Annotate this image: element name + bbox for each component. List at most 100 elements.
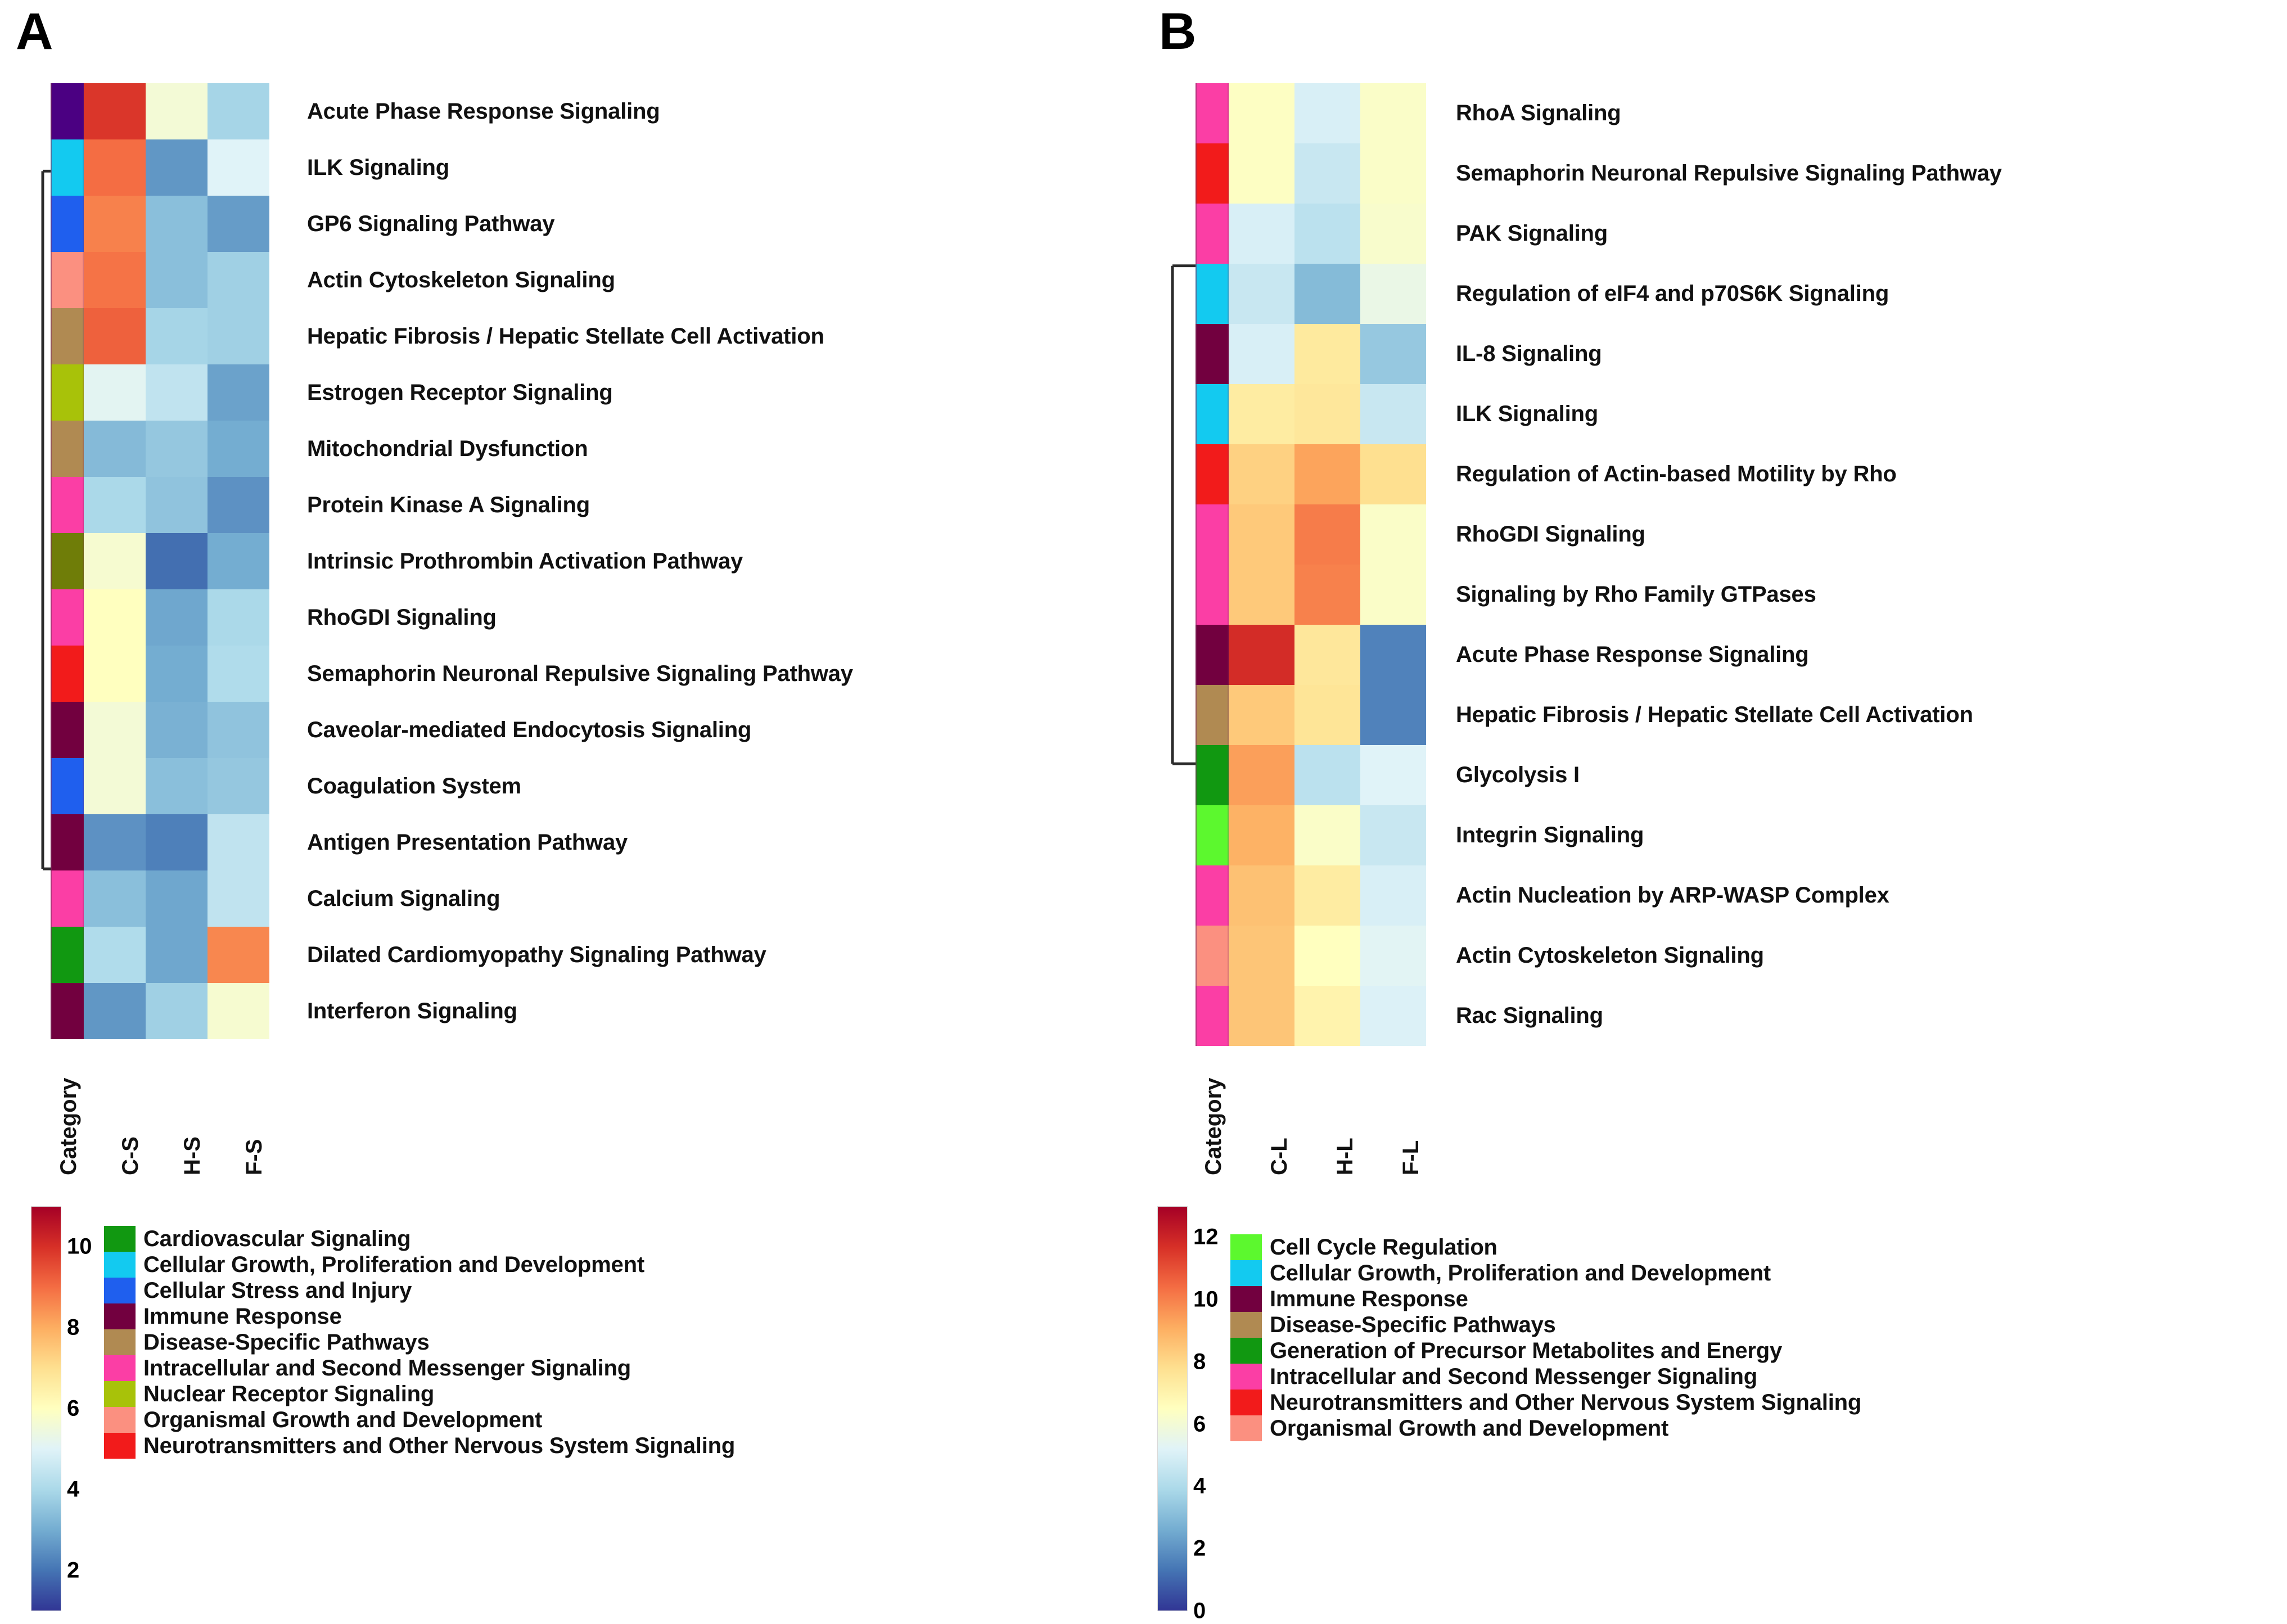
category-swatch <box>1230 1312 1262 1338</box>
heatmap-value-cell <box>1229 204 1294 264</box>
heatmap-value-cell <box>1360 805 1426 865</box>
heatmap-row-label: RhoGDI Signaling <box>307 605 497 630</box>
heatmap-value-cell <box>146 477 208 533</box>
colorbar-tick-label: 8 <box>1193 1349 1206 1374</box>
heatmap-row-label: Estrogen Receptor Signaling <box>307 380 613 405</box>
heatmap-row-label: Acute Phase Response Signaling <box>307 98 660 124</box>
category-cell <box>1196 685 1229 745</box>
heatmap-row <box>51 533 269 589</box>
heatmap-value-cell <box>146 83 208 139</box>
category-cell <box>51 927 84 983</box>
heatmap-value-cell <box>1294 986 1360 1046</box>
heatmap-value-cell <box>208 589 269 646</box>
category-cell <box>51 308 84 364</box>
heatmap-value-cell <box>208 421 269 477</box>
heatmap-column-label: Category <box>56 1077 81 1175</box>
heatmap-value-cell <box>84 477 146 533</box>
heatmap-row <box>51 646 269 702</box>
heatmap-value-cell <box>84 252 146 308</box>
heatmap-row-label: ILK Signaling <box>1456 402 1598 426</box>
heatmap-value-cell <box>1294 685 1360 745</box>
heatmap-row-label: Hepatic Fibrosis / Hepatic Stellate Cell… <box>307 323 824 349</box>
heatmap-value-cell <box>146 927 208 983</box>
category-cell <box>1196 444 1229 504</box>
heatmap-row <box>51 83 269 139</box>
heatmap-row <box>51 421 269 477</box>
colorbar-a-gradient <box>31 1206 61 1611</box>
heatmap-value-cell <box>146 983 208 1039</box>
heatmap-value-cell <box>1294 264 1360 324</box>
heatmap-value-cell <box>84 702 146 758</box>
heatmap-value-cell <box>208 814 269 870</box>
heatmap-row <box>51 702 269 758</box>
heatmap-value-cell <box>1360 504 1426 565</box>
category-cell <box>51 870 84 927</box>
heatmap-row <box>1196 264 1426 324</box>
heatmap-value-cell <box>1294 83 1360 143</box>
heatmap-row <box>51 758 269 814</box>
heatmap-row <box>1196 565 1426 625</box>
panel-b-letter: B <box>1159 3 1197 60</box>
category-cell <box>1196 805 1229 865</box>
heatmap-value-cell <box>1294 384 1360 444</box>
heatmap-row-label: Caveolar-mediated Endocytosis Signaling <box>307 717 752 742</box>
heatmap-column-label: Category <box>1201 1077 1226 1175</box>
heatmap-value-cell <box>146 421 208 477</box>
heatmap-value-cell <box>1294 865 1360 926</box>
heatmap-row <box>1196 805 1426 865</box>
category-swatch <box>1230 1390 1262 1415</box>
heatmap-row <box>1196 745 1426 805</box>
heatmap-value-cell <box>84 83 146 139</box>
colorbar-tick-label: 2 <box>67 1558 80 1583</box>
category-swatch-label: Cellular Stress and Injury <box>143 1278 412 1303</box>
category-cell <box>1196 625 1229 685</box>
heatmap-value-cell <box>84 308 146 364</box>
heatmap-value-cell <box>208 533 269 589</box>
category-cell <box>51 983 84 1039</box>
category-cell <box>1196 143 1229 204</box>
category-swatch <box>104 1278 136 1303</box>
heatmap-value-cell <box>1360 625 1426 685</box>
heatmap-value-cell <box>1360 926 1426 986</box>
colorbar-b-gradient <box>1157 1206 1188 1611</box>
category-swatch <box>1230 1286 1262 1312</box>
heatmap-value-cell <box>1360 143 1426 204</box>
heatmap-value-cell <box>1229 685 1294 745</box>
heatmap-row-label: RhoGDI Signaling <box>1456 522 1645 547</box>
category-swatch <box>104 1355 136 1381</box>
heatmap-value-cell <box>1294 143 1360 204</box>
heatmap-column-label: F-L <box>1399 1140 1423 1175</box>
heatmap-row <box>1196 865 1426 926</box>
category-cell <box>1196 324 1229 384</box>
heatmap-row-label: Glycolysis I <box>1456 763 1580 787</box>
heatmap-value-cell <box>84 139 146 196</box>
heatmap-row-label: RhoA Signaling <box>1456 101 1621 125</box>
heatmap-value-cell <box>1294 565 1360 625</box>
category-cell <box>51 83 84 139</box>
heatmap-value-cell <box>1229 324 1294 384</box>
heatmap-value-cell <box>1360 685 1426 745</box>
heatmap-value-cell <box>84 870 146 927</box>
heatmap-value-cell <box>1229 926 1294 986</box>
heatmap-column-label: H-L <box>1333 1138 1357 1175</box>
heatmap-row <box>51 364 269 421</box>
category-swatch <box>104 1329 136 1355</box>
heatmap-value-cell <box>1360 865 1426 926</box>
category-swatch <box>104 1407 136 1433</box>
heatmap-value-cell <box>208 83 269 139</box>
heatmap-value-cell <box>1294 324 1360 384</box>
heatmap-a-grid <box>51 83 269 1039</box>
heatmap-row <box>51 196 269 252</box>
heatmap-value-cell <box>84 364 146 421</box>
heatmap-value-cell <box>1229 986 1294 1046</box>
heatmap-row-label: Regulation of Actin-based Motility by Rh… <box>1456 462 1897 486</box>
category-swatch-label: Disease-Specific Pathways <box>1270 1312 1556 1337</box>
category-cell <box>51 139 84 196</box>
heatmap-value-cell <box>208 870 269 927</box>
heatmap-value-cell <box>208 702 269 758</box>
heatmap-value-cell <box>1229 625 1294 685</box>
